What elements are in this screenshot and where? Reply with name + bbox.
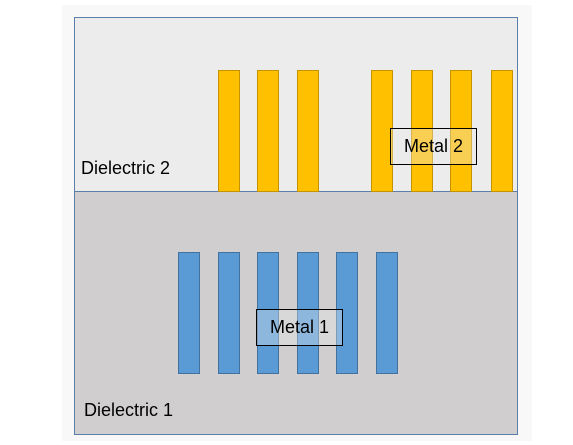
metal-2-line <box>218 70 240 192</box>
metal-1-line <box>218 252 240 374</box>
metal-1-label: Metal 1 <box>256 309 343 346</box>
dielectric-2-layer <box>75 18 517 192</box>
metal-2-label: Metal 2 <box>390 128 477 165</box>
metal-1-line <box>336 252 358 374</box>
dielectric-2-label: Dielectric 2 <box>81 158 171 178</box>
metal-1-line <box>178 252 200 374</box>
metal-2-line <box>491 70 513 192</box>
layer-stack-diagram: Metal 2 Metal 1 Dielectric 2 Dielectric … <box>74 17 518 435</box>
metal-1-line <box>257 252 279 374</box>
dielectric-1-layer <box>75 192 517 434</box>
metal-2-line <box>297 70 319 192</box>
dielectric-1-label: Dielectric 1 <box>84 400 174 420</box>
metal-1-line <box>376 252 398 374</box>
metal-2-line <box>257 70 279 192</box>
metal-2-line <box>371 70 393 192</box>
metal-2-line <box>411 70 433 192</box>
metal-2-line <box>450 70 472 192</box>
metal-1-line <box>297 252 319 374</box>
